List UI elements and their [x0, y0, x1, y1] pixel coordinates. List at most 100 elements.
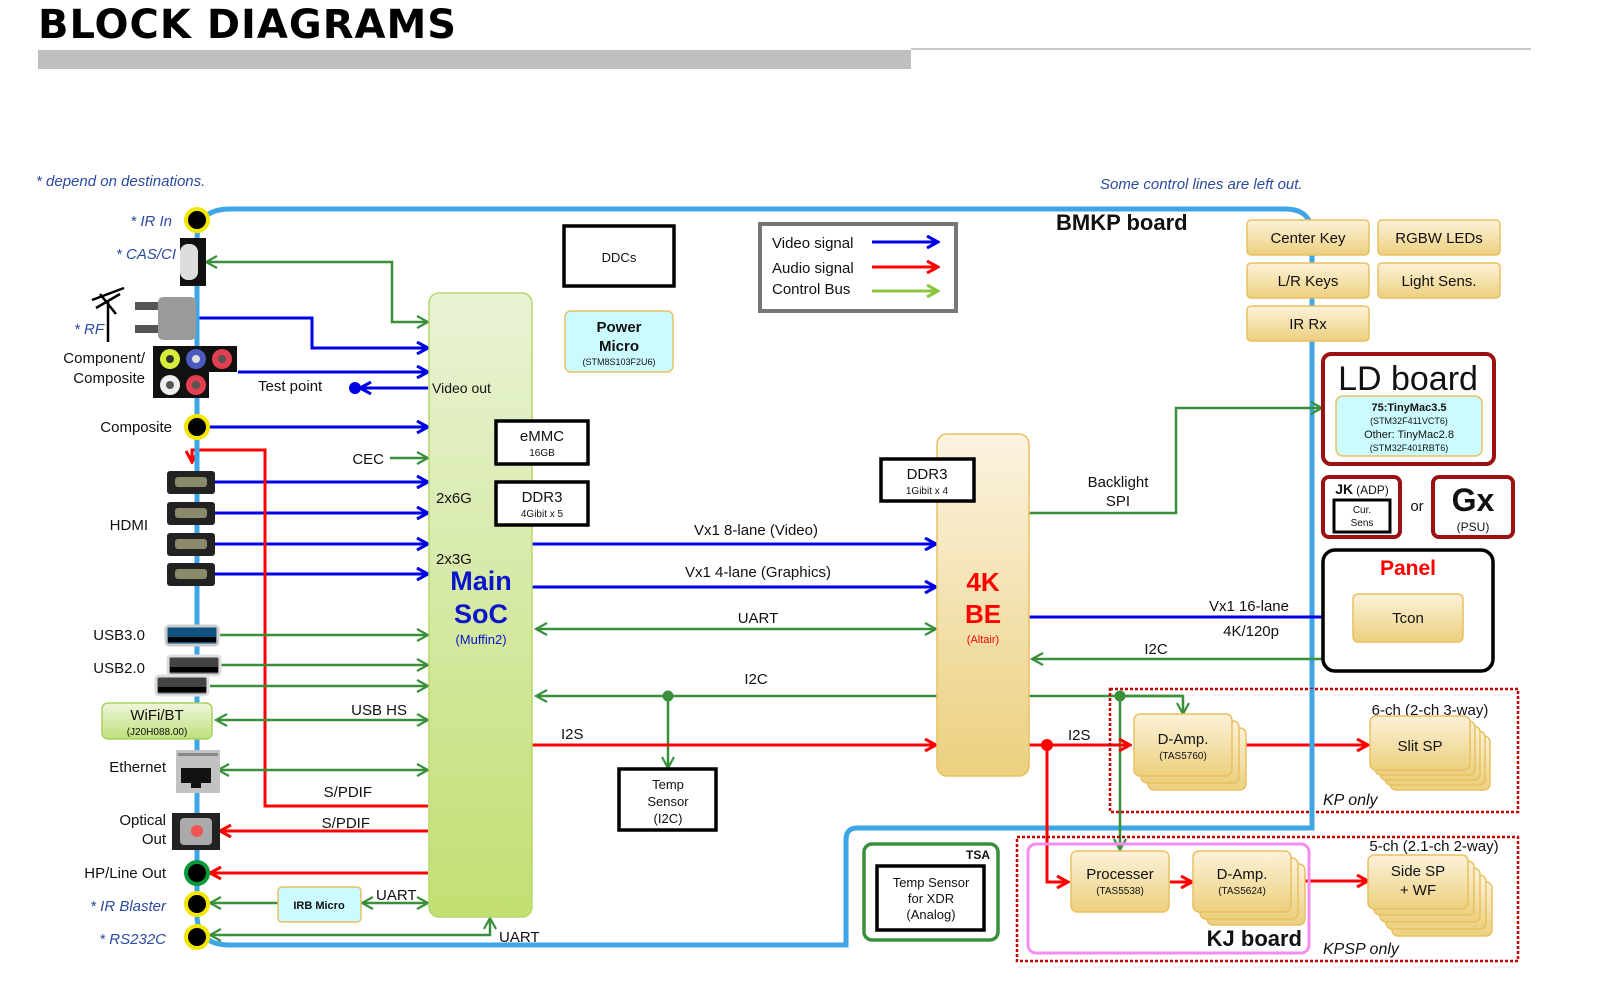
legend: Video signal Audio signal Control Bus — [758, 222, 958, 313]
cur-sens-label: Cur.Sens — [1351, 505, 1374, 529]
processer-block[interactable]: Processer (TAS5538) — [1070, 850, 1170, 913]
ld-board-block[interactable]: LD board 75:TinyMac3.5 (STM32F411VCT6) O… — [1321, 352, 1496, 466]
side-sp-block[interactable]: Side SP+ WF — [1367, 854, 1493, 937]
ci-slot-icon[interactable] — [180, 238, 206, 286]
wire-rf — [196, 316, 428, 348]
panel-block[interactable]: Panel Tcon — [1321, 548, 1495, 673]
ddcs-block[interactable]: DDCs — [562, 224, 676, 288]
usb3-port-icon[interactable] — [164, 624, 220, 647]
test-point-dot — [349, 382, 361, 394]
i2s-main-label: I2S — [561, 726, 584, 743]
kj-board-outline — [1026, 842, 1311, 955]
light-sens-label: Light Sens. — [1401, 273, 1476, 290]
vx1-16-rate: 4K/120p — [1223, 623, 1279, 640]
destinations-note: * depend on destinations. — [36, 173, 205, 190]
ports-column: * IR In * CAS/CI * RF Component/Composit… — [63, 207, 323, 950]
wifi-bt-part: (J20H088.00) — [127, 727, 188, 738]
gx-title: Gx — [1452, 482, 1495, 518]
wifi-bt-module[interactable]: WiFi/BT (J20H088.00) — [101, 702, 213, 740]
ir-rx-block[interactable]: IR Rx — [1246, 305, 1370, 342]
jack-yellow-icon[interactable] — [184, 891, 210, 917]
damp-kp-title: D-Amp. — [1158, 731, 1209, 748]
usb2-port-icon[interactable] — [154, 654, 222, 697]
ddr3-soc-block[interactable]: DDR3 4Gibit x 5 — [494, 480, 590, 527]
damp-kj-title: D-Amp. — [1217, 866, 1268, 883]
ld-micro-line2: (STM32F411VCT6) — [1370, 416, 1448, 426]
ddr3-be-block[interactable]: DDR3 1Gibit x 4 — [879, 457, 976, 503]
lanes-2x3g: 2x3G — [436, 551, 472, 568]
damp-kj-chip: (TAS5624) — [1218, 886, 1266, 897]
ddr3-be-title: DDR3 — [907, 466, 948, 483]
rf-connector-icon[interactable] — [91, 286, 196, 342]
uart-be-label: UART — [738, 610, 779, 627]
tcon-label: Tcon — [1392, 610, 1424, 627]
damp-kp-block[interactable]: D-Amp. (TAS5760) — [1133, 713, 1247, 791]
port-label-ir-blaster: * IR Blaster — [90, 898, 167, 915]
damp-kp-chip: (TAS5760) — [1159, 751, 1207, 762]
or-label: or — [1410, 498, 1423, 515]
jack-yellow-icon[interactable] — [184, 924, 210, 950]
bmkp-board-label: BMKP board — [1056, 210, 1188, 235]
wire-i2c-damp — [1120, 694, 1183, 714]
ir-rx-label: IR Rx — [1289, 316, 1327, 333]
legend-video-label: Video signal — [772, 235, 853, 252]
lanes-2x6g: 2x6G — [436, 490, 472, 507]
port-label-usb3: USB3.0 — [93, 627, 145, 644]
side-sp-label: Side SP+ WF — [1391, 863, 1445, 899]
port-label-hdmi: HDMI — [110, 517, 148, 534]
bmkp-board-outline — [194, 206, 1315, 948]
i2c-panel-label: I2C — [1144, 641, 1168, 658]
jack-yellow-icon[interactable] — [184, 207, 210, 233]
irb-micro-block[interactable]: IRB Micro — [277, 886, 362, 923]
damp-kj-block[interactable]: D-Amp. (TAS5624) — [1192, 850, 1306, 926]
uart-irb-label: UART — [376, 887, 417, 904]
ld-micro-line1: 75:TinyMac3.5 — [1371, 402, 1446, 414]
legend-audio-label: Audio signal — [772, 260, 854, 277]
legend-control-label: Control Bus — [772, 281, 850, 298]
rgbw-leds-label: RGBW LEDs — [1395, 230, 1483, 247]
ddr3-soc-size: 4Gibit x 5 — [521, 509, 564, 520]
port-label-component: Component/Composite — [63, 350, 146, 387]
jack-yellow-icon[interactable] — [184, 414, 210, 440]
kpsp-channels-label: 5-ch (2.1-ch 2-way) — [1369, 838, 1498, 855]
cec-label: CEC — [352, 451, 384, 468]
hdmi-port-icon[interactable] — [167, 471, 215, 586]
ld-board-title: LD board — [1338, 360, 1478, 398]
i2c-junction-2 — [1114, 690, 1126, 702]
ethernet-port-icon[interactable] — [176, 750, 220, 793]
optical-port-icon[interactable] — [172, 813, 220, 850]
center-key-block[interactable]: Center Key — [1246, 219, 1370, 256]
kpsp-only-label: KPSP only — [1323, 941, 1400, 958]
wires — [192, 262, 1408, 935]
i2s-junction — [1041, 739, 1053, 751]
lr-keys-block[interactable]: L/R Keys — [1246, 262, 1370, 299]
rca-jack-icon[interactable] — [153, 346, 237, 398]
gx-psu-block[interactable]: Gx (PSU) — [1431, 475, 1515, 539]
processer-chip: (TAS5538) — [1096, 886, 1144, 897]
emmc-block[interactable]: eMMC 16GB — [494, 419, 590, 466]
test-point-label: Test point — [258, 378, 323, 395]
main-soc-chip: (Muffin2) — [455, 632, 506, 647]
uart-rs232-label: UART — [499, 929, 540, 946]
light-sens-block[interactable]: Light Sens. — [1377, 262, 1501, 299]
slit-sp-block[interactable]: Slit SP — [1369, 715, 1491, 791]
wire-spdif-arc — [192, 448, 428, 808]
rgbw-leds-block[interactable]: RGBW LEDs — [1377, 219, 1501, 256]
kp-only-label: KP only — [1323, 792, 1379, 809]
port-label-cas-ci: * CAS/CI — [116, 246, 176, 263]
jk-title: JK(ADP) — [1335, 481, 1389, 497]
wire-cas-ci — [206, 262, 428, 322]
i2s-be-label: I2S — [1068, 727, 1091, 744]
kpsp-only-region — [1015, 835, 1520, 963]
jk-board-block[interactable]: JK(ADP) Cur.Sens — [1321, 475, 1402, 539]
jack-green-icon[interactable] — [184, 860, 210, 886]
